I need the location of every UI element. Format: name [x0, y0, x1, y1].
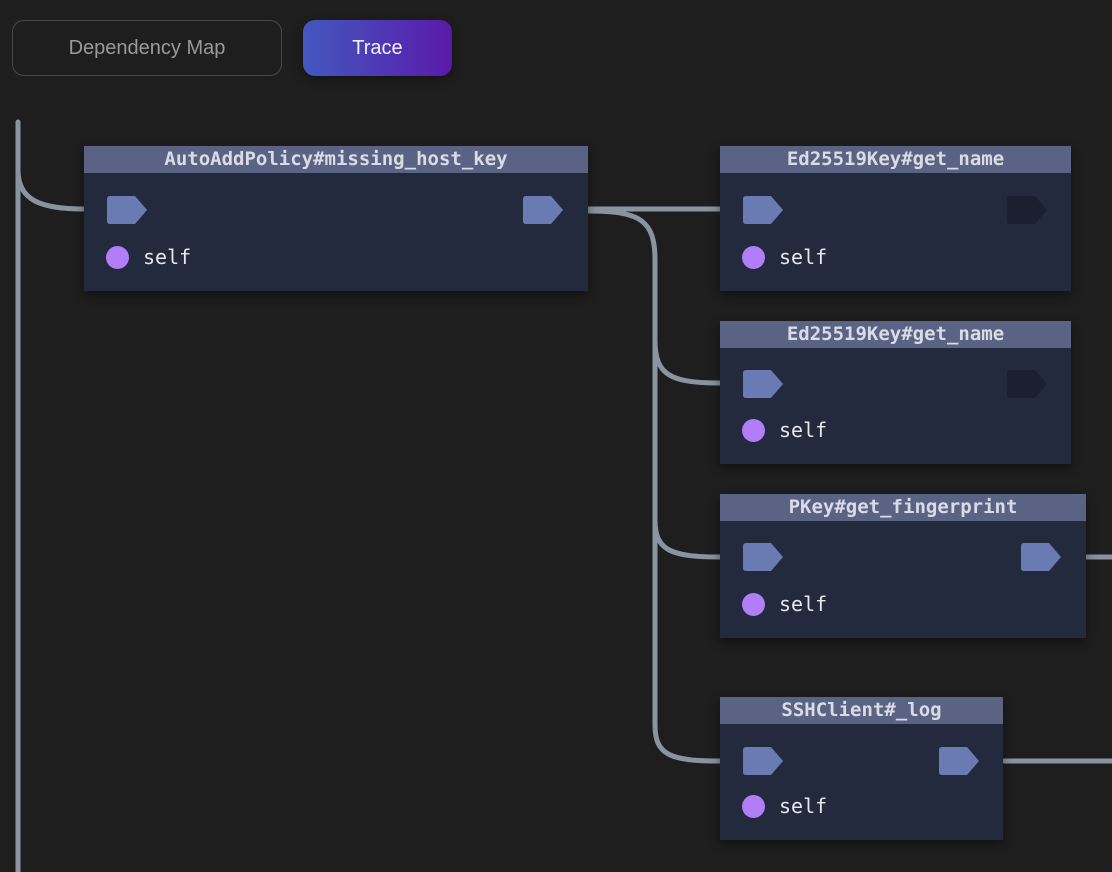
node-title: Ed25519Key#get_name — [720, 146, 1071, 173]
param-label: self — [779, 592, 828, 616]
wire-to-third — [652, 517, 723, 560]
output-port-icon[interactable] — [1007, 370, 1047, 398]
param-dot-icon[interactable] — [742, 418, 765, 442]
output-port-icon[interactable] — [939, 747, 979, 775]
param-row: self — [742, 245, 827, 269]
param-dot-icon[interactable] — [742, 592, 765, 616]
output-port-icon[interactable] — [523, 196, 563, 224]
input-port-icon[interactable] — [743, 747, 783, 775]
param-dot-icon[interactable] — [106, 245, 129, 269]
param-label: self — [779, 245, 828, 269]
param-row: self — [106, 245, 191, 269]
input-port-icon[interactable] — [743, 543, 783, 571]
param-row: self — [742, 418, 827, 442]
graph-node[interactable]: Ed25519Key#get_name self — [720, 146, 1071, 291]
output-port-icon[interactable] — [1021, 543, 1061, 571]
param-dot-icon[interactable] — [742, 794, 765, 818]
output-port-icon[interactable] — [1007, 196, 1047, 224]
param-label: self — [779, 794, 828, 818]
node-title: PKey#get_fingerprint — [720, 494, 1086, 521]
node-title: AutoAddPolicy#missing_host_key — [84, 146, 588, 173]
node-title: Ed25519Key#get_name — [720, 321, 1071, 348]
wire-spine — [585, 208, 723, 764]
param-row: self — [742, 794, 827, 818]
param-row: self — [742, 592, 827, 616]
trace-button[interactable]: Trace — [303, 20, 452, 76]
wire-to-second — [652, 337, 723, 386]
graph-node[interactable]: SSHClient#_log self — [720, 697, 1003, 840]
graph-node[interactable]: Ed25519Key#get_name self — [720, 321, 1071, 464]
wire-trunk-to-root — [15, 167, 87, 212]
graph-node[interactable]: AutoAddPolicy#missing_host_key self — [84, 146, 588, 291]
param-dot-icon[interactable] — [742, 245, 765, 269]
dependency-map-button[interactable]: Dependency Map — [12, 20, 282, 76]
input-port-icon[interactable] — [743, 196, 783, 224]
input-port-icon[interactable] — [107, 196, 147, 224]
graph-node[interactable]: PKey#get_fingerprint self — [720, 494, 1086, 638]
param-label: self — [779, 418, 828, 442]
param-label: self — [143, 245, 192, 269]
node-title: SSHClient#_log — [720, 697, 1003, 724]
input-port-icon[interactable] — [743, 370, 783, 398]
